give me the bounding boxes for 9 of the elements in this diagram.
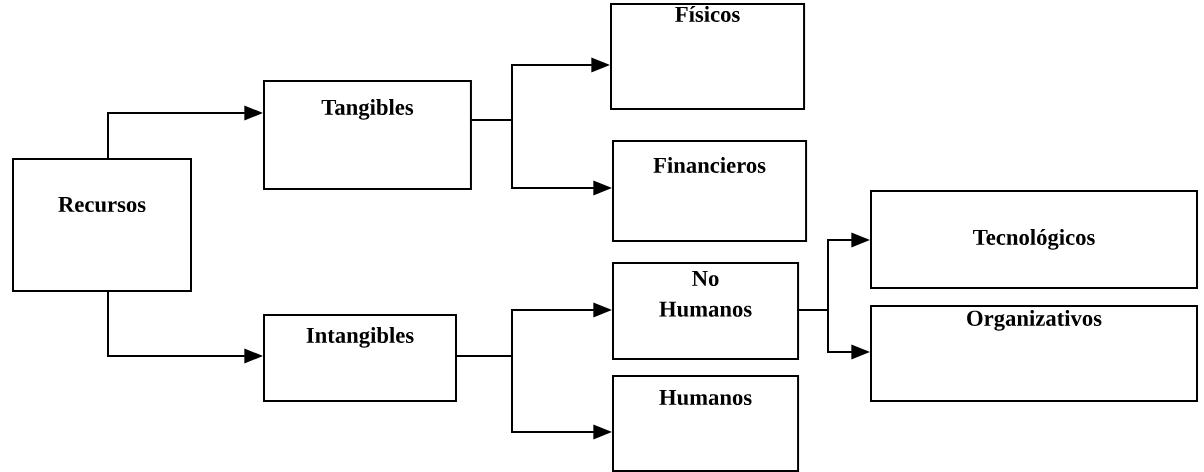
box: Físicos xyxy=(610,3,806,111)
box: Humanos xyxy=(612,375,800,472)
box: Financieros xyxy=(612,140,808,242)
box: Organizativos xyxy=(870,305,1198,402)
box: Recursos xyxy=(12,158,192,292)
box: Tangibles xyxy=(263,80,472,190)
box: Intangibles xyxy=(263,314,457,402)
box: Tecnológicos xyxy=(870,190,1198,290)
box: No Humanos xyxy=(612,262,800,360)
